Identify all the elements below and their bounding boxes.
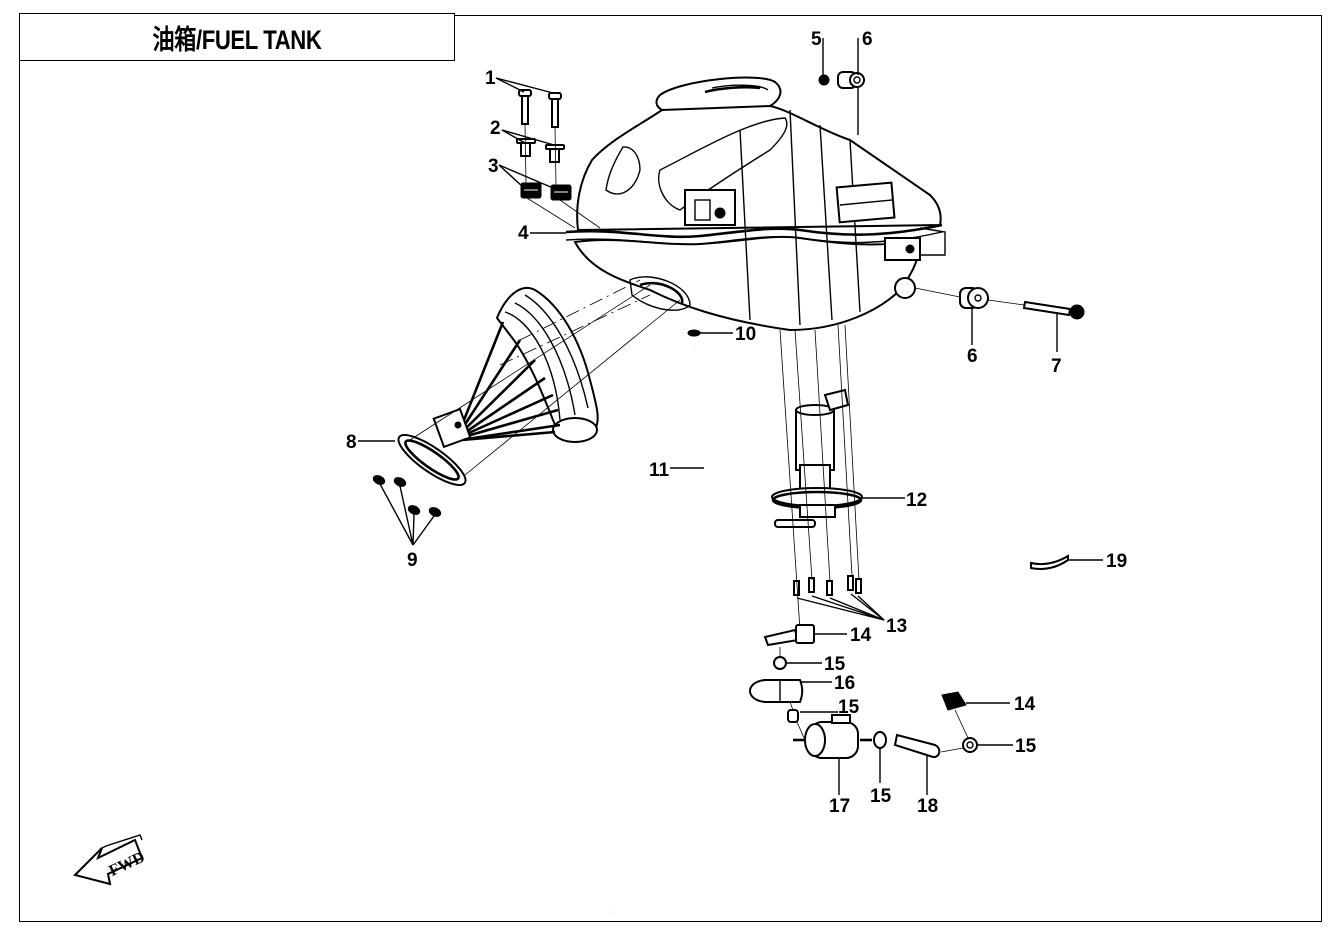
callout-15b: 15 — [838, 697, 860, 718]
callout-8: 8 — [346, 432, 357, 453]
callout-6-top: 6 — [862, 29, 873, 50]
assembly-line-7 — [987, 299, 1025, 306]
part-connector-14b — [941, 691, 967, 711]
callout-7: 7 — [1051, 356, 1062, 377]
part-clip-10 — [687, 329, 701, 337]
part-grommet-6-rear — [959, 287, 989, 309]
callout-17: 17 — [829, 796, 850, 817]
part-clamp-15c — [873, 731, 887, 749]
callout-11: 11 — [649, 460, 670, 481]
diagram-frame — [19, 15, 1322, 922]
callout-6-rear: 6 — [967, 346, 978, 367]
part-clamp-15b — [787, 709, 799, 723]
title-box: 油箱/FUEL TANK — [19, 13, 455, 61]
diagram-title: 油箱/FUEL TANK — [152, 24, 322, 55]
part-fuel-level-sensor-8 — [397, 287, 599, 486]
callout-14b: 14 — [1014, 694, 1036, 715]
callout-16: 16 — [834, 673, 855, 694]
callout-4: 4 — [518, 223, 529, 244]
callout-12: 12 — [906, 490, 927, 511]
part-connector-14a — [763, 624, 815, 647]
part-cushions-3 — [520, 182, 572, 201]
callout-9: 9 — [407, 550, 418, 571]
callout-18: 18 — [917, 796, 938, 817]
part-breather-hose-11 — [608, 344, 750, 913]
fuel-tank-body — [565, 76, 946, 332]
part-nuts-9 — [372, 475, 442, 517]
assembly-lines-fittings — [779, 647, 969, 753]
assembly-line-6-rear — [914, 287, 961, 298]
part-fuel-hose-18 — [893, 733, 941, 759]
part-bolt-7 — [1022, 300, 1085, 320]
callout-14a: 14 — [850, 625, 872, 646]
part-elbow-16 — [749, 679, 804, 703]
part-bolts-1 — [518, 89, 562, 128]
assembly-lines-12 — [779, 324, 860, 631]
callout-leaders — [358, 38, 1103, 795]
callout-10: 10 — [735, 324, 756, 345]
callout-labels: 1 2 3 4 5 6 6 7 8 9 10 11 12 13 14 15 16… — [346, 29, 1127, 817]
callout-3: 3 — [488, 156, 499, 177]
assembly-lines-1-4 — [524, 123, 601, 229]
part-grommet-6-top — [837, 71, 865, 89]
callout-19: 19 — [1106, 551, 1127, 572]
callout-5: 5 — [811, 29, 822, 50]
callout-13: 13 — [886, 616, 907, 637]
callout-1: 1 — [485, 68, 496, 89]
part-clamp-15d — [962, 737, 978, 753]
part-nut-5 — [818, 74, 830, 86]
part-hose-strip-19 — [1030, 554, 1069, 570]
forward-arrow-icon: FWD — [73, 834, 148, 886]
callout-15c: 15 — [1015, 736, 1037, 757]
part-clamp-15a — [773, 656, 787, 670]
callout-2: 2 — [490, 118, 501, 139]
part-pump-bolts-13 — [793, 575, 862, 596]
callout-15d: 15 — [870, 786, 892, 807]
callout-15a: 15 — [824, 654, 846, 675]
assembly-lines-8 — [409, 279, 681, 476]
part-fuel-filter-17 — [793, 714, 872, 759]
